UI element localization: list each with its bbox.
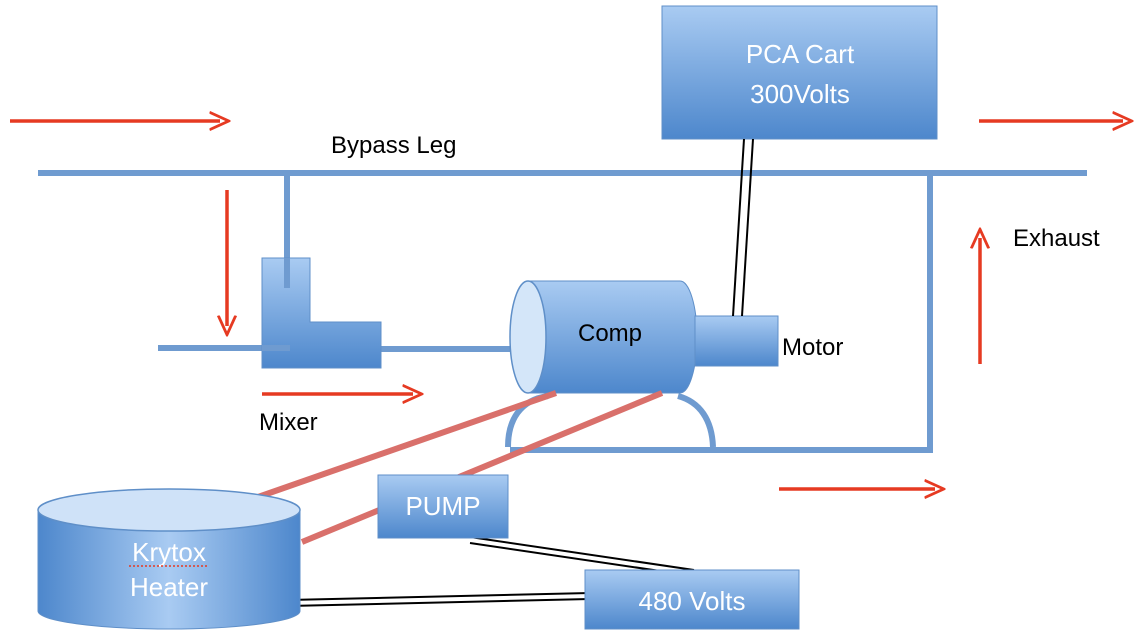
heater-label: Heater — [130, 572, 208, 602]
flow-arrows — [10, 121, 1123, 489]
pump-box — [377, 474, 509, 539]
heater-lines — [257, 390, 664, 545]
pca-cart-box — [661, 5, 938, 140]
bypass-leg-label: Bypass Leg — [331, 132, 456, 159]
exhaust-label: Exhaust — [1013, 225, 1100, 252]
cables — [287, 138, 754, 607]
comp-stand-right — [677, 393, 716, 448]
mixer — [261, 257, 382, 369]
pca-cart-voltage: 300Volts — [750, 79, 850, 109]
pca-cart-label: PCA Cart — [746, 39, 855, 69]
pipes — [38, 170, 1087, 453]
mixer-label: Mixer — [259, 409, 318, 436]
motor-box — [694, 315, 779, 367]
motor-label: Motor — [782, 334, 843, 361]
volts-480-box — [584, 569, 800, 630]
comp-label: Comp — [578, 320, 642, 347]
krytox-label: Krytox — [132, 537, 206, 567]
krytox-heater — [37, 488, 301, 630]
compressor — [509, 280, 698, 394]
volts-480-label: 480 Volts — [639, 586, 746, 616]
pump-label: PUMP — [405, 491, 480, 521]
